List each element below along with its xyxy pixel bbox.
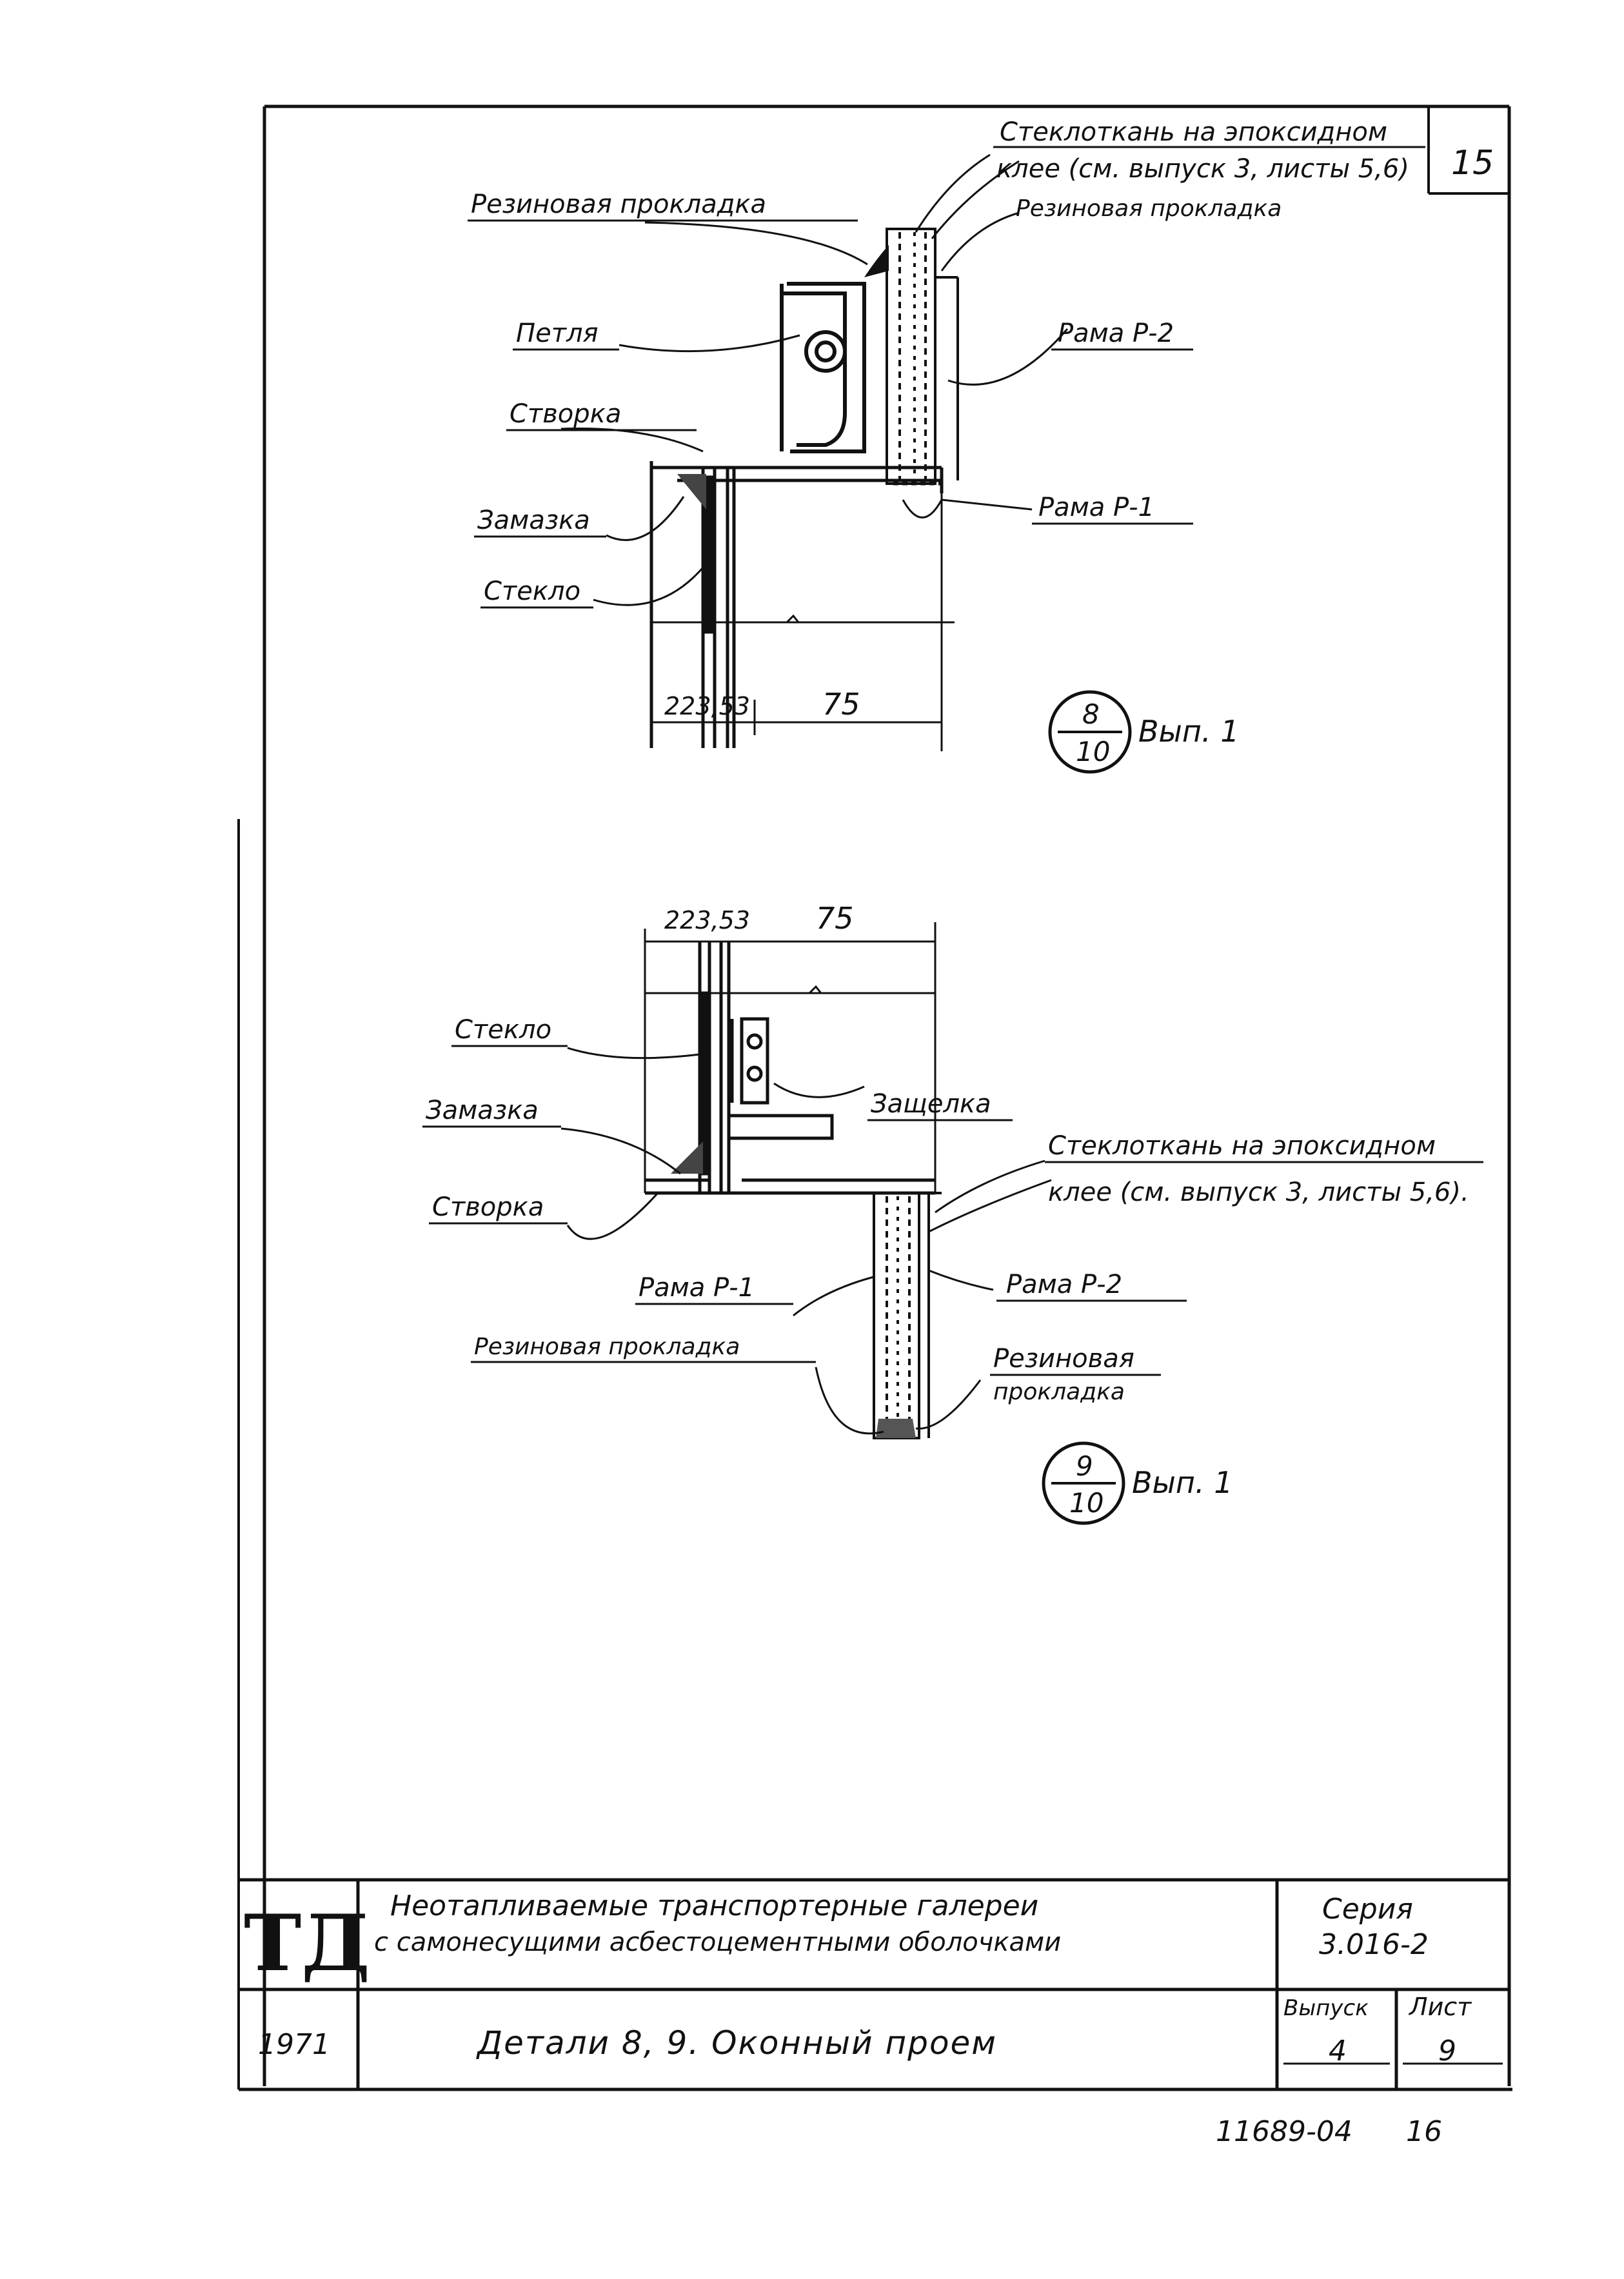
dimension-line-9: [644, 922, 936, 1193]
frame-p1-bottom: [651, 466, 944, 493]
dimension-small-8: 223,53: [664, 692, 750, 720]
hinge-bracket: [780, 282, 866, 453]
callout-9-den: 10: [1069, 1487, 1104, 1519]
callout-8-den: 10: [1076, 736, 1110, 767]
label-rubber-right-9-2: прокладка: [993, 1379, 1125, 1405]
label-glass: Стекло: [484, 577, 580, 606]
series-value: 3.016-2: [1319, 1928, 1429, 1961]
detail-title: Детали 8, 9. Оконный проем: [476, 2024, 997, 2062]
frame-p2-panel: [886, 228, 959, 485]
dimension-main-9: 75: [816, 901, 854, 936]
footer-page: 16: [1406, 2115, 1442, 2148]
year: 1971: [258, 2028, 330, 2061]
label-frame-p1-9: Рама Р-1: [639, 1273, 755, 1303]
footer-doc-number: 11689-04: [1216, 2115, 1352, 2148]
leaders-9: [560, 1047, 1052, 1435]
label-sash-9: Створка: [432, 1192, 544, 1222]
title-line-1: Неотапливаемые транспортерные галереи: [390, 1889, 1038, 1922]
label-frame-p2-9: Рама Р-2: [1006, 1270, 1122, 1299]
detail-9: 223,53 75: [422, 901, 1483, 1525]
issue-value: 4: [1329, 2035, 1347, 2067]
title-block: ТД Неотапливаемые транспортерные галереи…: [239, 1878, 1509, 2089]
dimension-small-9: 223,53: [664, 906, 750, 934]
label-latch: Замазка: [477, 506, 590, 535]
title-logo: ТД: [244, 1898, 370, 1989]
rubber-gasket-bottom: [876, 1419, 916, 1438]
label-hinge: Петля: [516, 319, 599, 348]
callout-8: 8 10 Вып. 1: [1048, 690, 1239, 774]
sheet-frame: [237, 104, 1512, 2091]
callout-8-ref: Вып. 1: [1138, 714, 1239, 749]
issue-label: Выпуск: [1283, 1995, 1369, 2021]
sash-and-glass: [649, 461, 955, 748]
label-fiberglass-2: клее (см. выпуск 3, листы 5,6): [996, 154, 1409, 184]
label-fiberglass: Стеклоткань на эпоксидном: [1000, 117, 1387, 147]
latch-9: [727, 1017, 834, 1140]
label-fiberglass-9: Стеклоткань на эпоксидном: [1048, 1131, 1436, 1161]
label-sash: Створка: [510, 399, 621, 429]
dimension-line-8: [651, 490, 943, 751]
detail-8: 223,53 75 Стеклоткань на эпоксидном клее…: [468, 117, 1425, 774]
label-rubber-right-9: Резиновая: [993, 1344, 1134, 1374]
sash-and-glass-9: [645, 942, 935, 1195]
dimension-main-8: 75: [822, 687, 860, 722]
leaders-8: [560, 153, 1069, 606]
label-catch-9: Защелка: [871, 1089, 991, 1119]
label-frame-p1: Рама Р-1: [1038, 493, 1154, 522]
label-putty-9: Замазка: [426, 1096, 539, 1125]
callout-9-ref: Вып. 1: [1132, 1465, 1233, 1500]
label-fiberglass-9-2: клее (см. выпуск 3, листы 5,6).: [1048, 1178, 1469, 1207]
callout-9: 9 10 Вып. 1: [1042, 1441, 1233, 1525]
series-label: Серия: [1322, 1893, 1413, 1926]
sheet-number: 15: [1451, 144, 1494, 183]
title-line-2: с самонесущими асбестоцементными оболочк…: [374, 1928, 1061, 1957]
label-glass-9: Стекло: [455, 1015, 551, 1045]
label-frame-p2: Рама Р-2: [1058, 319, 1174, 348]
callout-8-num: 8: [1082, 698, 1100, 730]
sheet-number-box: 15: [1427, 106, 1509, 195]
rubber-gasket-top: [864, 245, 889, 277]
sheet-label: Лист: [1408, 1993, 1472, 2021]
label-rubber-right: Резиновая прокладка: [1016, 195, 1282, 222]
sheet-value: 9: [1438, 2035, 1456, 2067]
label-rubber-left-9: Резиновая прокладка: [474, 1334, 740, 1360]
label-rubber-left: Резиновая прокладка: [471, 190, 766, 219]
callout-9-num: 9: [1076, 1450, 1093, 1482]
